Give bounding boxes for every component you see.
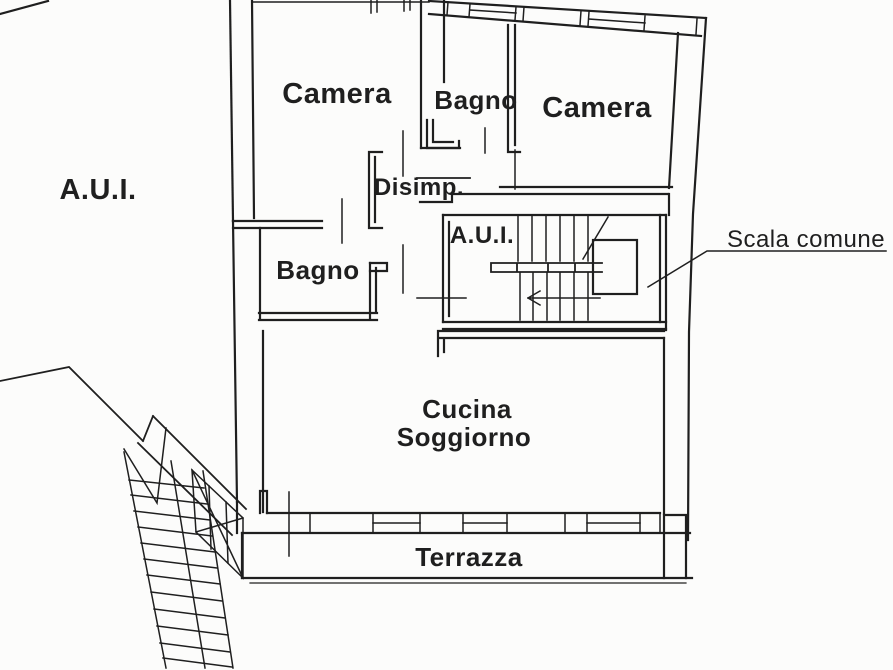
- room-label-bagno-lower: Bagno: [276, 255, 359, 285]
- room-label-camera-left: Camera: [282, 78, 392, 110]
- room-label-bagno-top: Bagno: [434, 85, 517, 115]
- external-stair: [0, 366, 248, 669]
- room-label-aui-stair: A.U.I.: [450, 222, 514, 249]
- room-label-camera-right: Camera: [542, 92, 652, 124]
- annotation-scala-comune: Scala comune: [727, 226, 885, 253]
- top-window-band: [427, 0, 708, 38]
- stairwell-block: [416, 213, 668, 332]
- stair-direction-arrow: [526, 289, 601, 307]
- bathroom-top-walls: [419, 0, 522, 154]
- room-label-terrazza: Terrazza: [415, 542, 523, 572]
- room-label-disimp: Disimp.: [374, 174, 464, 201]
- room-label-aui-main: A.U.I.: [59, 174, 136, 206]
- room-labels: A.U.I. Camera Bagno Camera Disimp. A.U.I…: [59, 78, 885, 572]
- terrace-walls: [240, 513, 694, 584]
- annotation-leader: [646, 250, 887, 289]
- stair-core: [591, 238, 639, 296]
- hallway-disimp-walls: [416, 149, 516, 204]
- room-label-soggiorno: Soggiorno: [397, 422, 531, 452]
- exterior-walls: [0, 0, 708, 542]
- bedroom-right-walls: [450, 31, 680, 217]
- kitchen-living-walls: [261, 329, 666, 516]
- bathroom-lower-walls: [231, 198, 404, 322]
- room-label-cucina: Cucina: [422, 394, 512, 424]
- bottom-window-band: [240, 489, 692, 557]
